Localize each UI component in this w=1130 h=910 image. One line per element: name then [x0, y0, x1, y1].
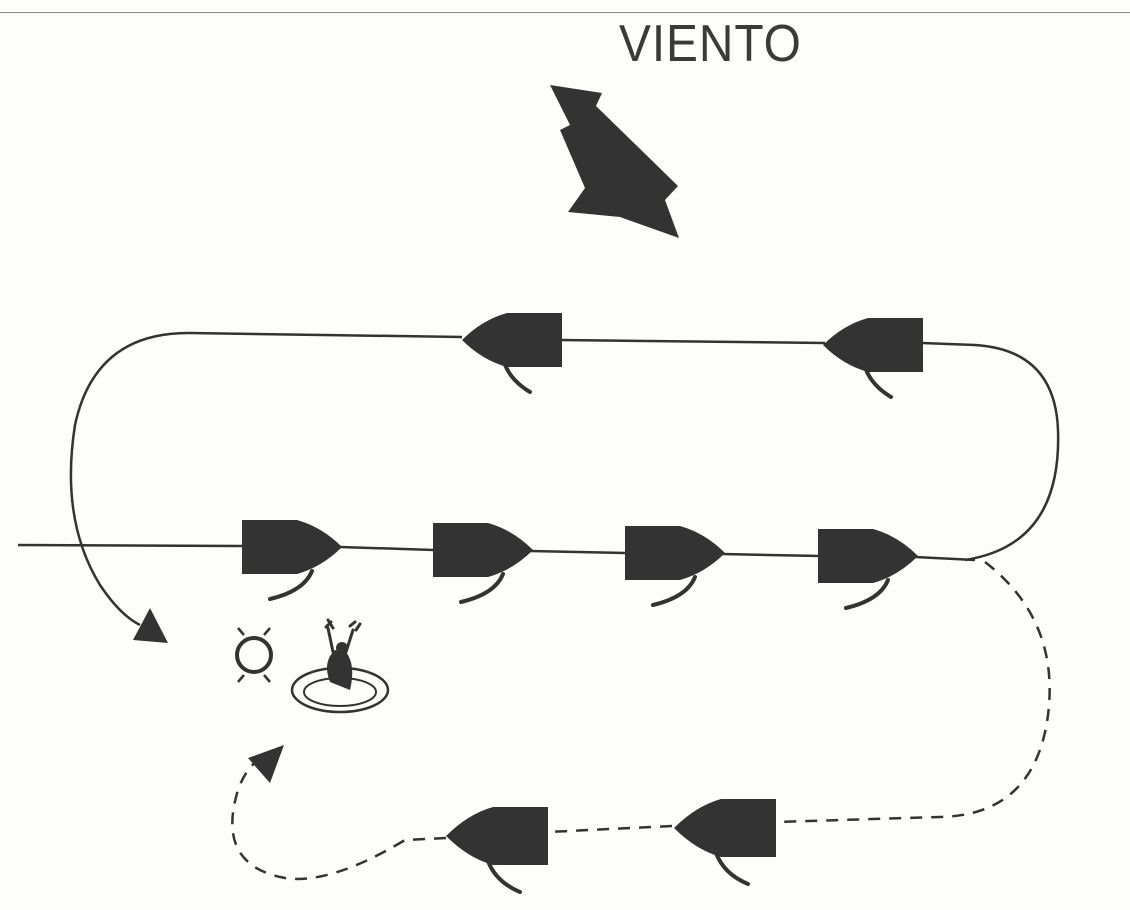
life-ring-icon: [235, 627, 273, 683]
top-divider: [0, 12, 1130, 13]
recovery-path-dashed-final: [231, 759, 447, 881]
person-overboard-icon: [290, 618, 390, 714]
arrowhead-upper-loop-icon: [133, 608, 168, 643]
boat-icon: [433, 523, 533, 604]
course-path-right-loop: [921, 341, 1060, 562]
boat-icon: [242, 520, 342, 601]
course-path-lower: [17, 543, 976, 562]
boat-icon: [625, 526, 725, 607]
boat-icon: [446, 807, 548, 894]
course-path-upper: [69, 331, 463, 627]
boat-icon: [823, 318, 923, 399]
recovery-path-dashed-middle: [547, 824, 673, 834]
wind-label: VIENTO: [619, 15, 802, 73]
wind-arrow-icon: [550, 85, 679, 238]
boat-icon: [818, 529, 918, 610]
course-path-top-segment: [559, 338, 826, 345]
boat-icon: [462, 313, 562, 394]
arrowhead-recovery-icon: [248, 745, 284, 783]
boat-icon: [674, 799, 776, 886]
recovery-path-dashed: [774, 561, 1051, 824]
